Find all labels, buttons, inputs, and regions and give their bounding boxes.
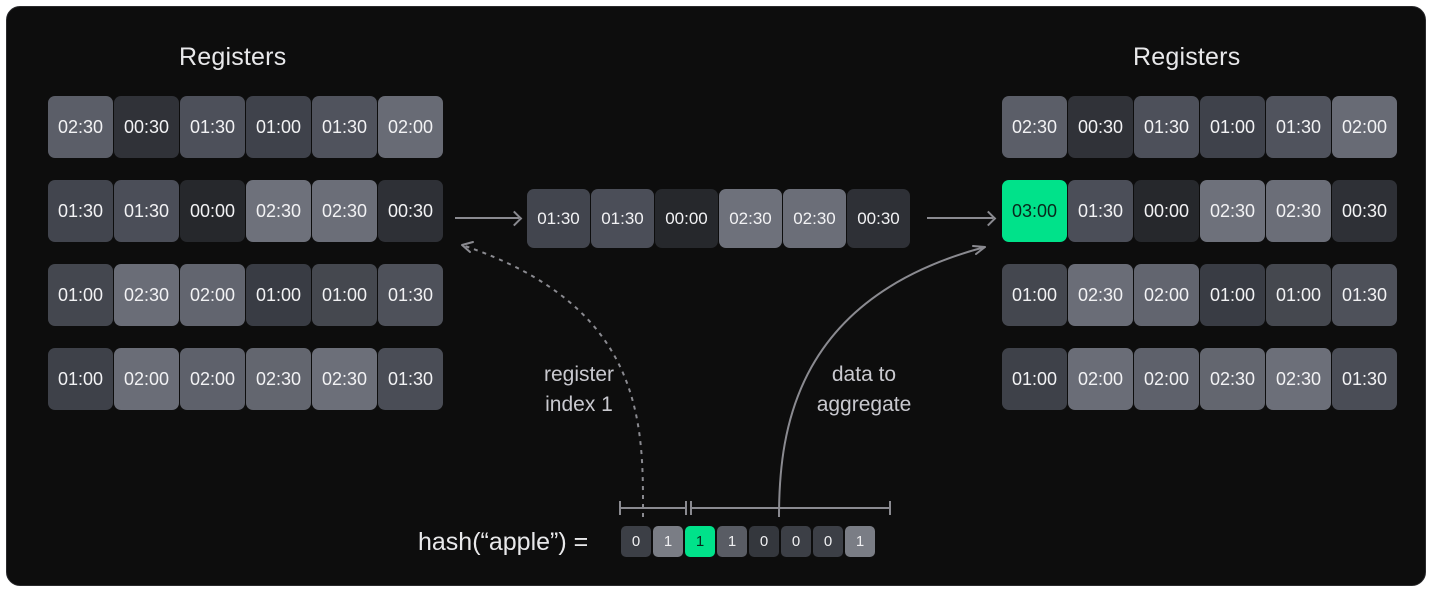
data-to-aggregate-arrowhead xyxy=(972,245,986,255)
register-cell[interactable]: 02:00 xyxy=(1068,348,1133,410)
register-cell[interactable]: 00:00 xyxy=(1134,180,1199,242)
register-cell[interactable]: 01:30 xyxy=(1332,348,1397,410)
register-cell[interactable]: 01:00 xyxy=(246,264,311,326)
register-cell[interactable]: 01:00 xyxy=(48,348,113,410)
hash-bit[interactable]: 0 xyxy=(813,526,843,557)
register-cell[interactable]: 02:30 xyxy=(1266,348,1331,410)
register-cell[interactable]: 02:30 xyxy=(312,348,377,410)
register-cell[interactable]: 00:30 xyxy=(378,180,443,242)
hash-bit[interactable]: 1 xyxy=(717,526,747,557)
hash-expression-label: hash(“apple”) = xyxy=(418,527,589,556)
register-cell[interactable]: 02:00 xyxy=(1332,96,1397,158)
register-cell[interactable]: 01:30 xyxy=(1068,180,1133,242)
selected-register-cell[interactable]: 00:00 xyxy=(655,189,718,248)
register-cell[interactable]: 01:30 xyxy=(1266,96,1331,158)
register-cell[interactable]: 02:30 xyxy=(1266,180,1331,242)
register-index-arrowhead xyxy=(461,241,474,253)
register-cell[interactable]: 02:30 xyxy=(312,180,377,242)
register-cell[interactable]: 02:00 xyxy=(180,264,245,326)
hash-bit[interactable]: 1 xyxy=(845,526,875,557)
register-cell[interactable]: 01:00 xyxy=(1002,348,1067,410)
register-cell[interactable]: 02:30 xyxy=(1068,264,1133,326)
register-cell[interactable]: 02:00 xyxy=(1134,264,1199,326)
register-cell[interactable]: 01:00 xyxy=(246,96,311,158)
register-cell-highlighted[interactable]: 03:00 xyxy=(1002,180,1067,242)
register-cell[interactable]: 00:30 xyxy=(1068,96,1133,158)
register-cell[interactable]: 02:00 xyxy=(378,96,443,158)
selected-register-cell[interactable]: 01:30 xyxy=(591,189,654,248)
register-cell[interactable]: 02:30 xyxy=(1200,348,1265,410)
hash-bit[interactable]: 0 xyxy=(749,526,779,557)
register-cell[interactable]: 02:30 xyxy=(246,180,311,242)
register-cell[interactable]: 00:00 xyxy=(180,180,245,242)
arrow-extract-row xyxy=(455,217,519,219)
hash-bit[interactable]: 1 xyxy=(653,526,683,557)
register-cell[interactable]: 02:30 xyxy=(114,264,179,326)
selected-register-cell[interactable]: 00:30 xyxy=(847,189,910,248)
register-cell[interactable]: 01:30 xyxy=(114,180,179,242)
register-cell[interactable]: 00:30 xyxy=(114,96,179,158)
register-cell[interactable]: 00:30 xyxy=(1332,180,1397,242)
register-cell[interactable]: 02:00 xyxy=(1134,348,1199,410)
hash-bit-highlighted[interactable]: 1 xyxy=(685,526,715,557)
selected-register-cell[interactable]: 02:30 xyxy=(719,189,782,248)
register-cell[interactable]: 01:30 xyxy=(1332,264,1397,326)
hash-bit[interactable]: 0 xyxy=(781,526,811,557)
register-cell[interactable]: 01:30 xyxy=(378,264,443,326)
selected-register-cell[interactable]: 02:30 xyxy=(783,189,846,248)
register-cell[interactable]: 02:00 xyxy=(114,348,179,410)
register-cell[interactable]: 01:30 xyxy=(180,96,245,158)
caption-register-index: register index 1 xyxy=(543,363,615,416)
register-cell[interactable]: 01:30 xyxy=(1134,96,1199,158)
register-cell[interactable]: 02:30 xyxy=(1002,96,1067,158)
hash-bit[interactable]: 0 xyxy=(621,526,651,557)
bracket-value-bits xyxy=(690,501,891,515)
register-cell[interactable]: 02:00 xyxy=(180,348,245,410)
register-cell[interactable]: 02:30 xyxy=(246,348,311,410)
register-cell[interactable]: 01:00 xyxy=(312,264,377,326)
register-cell[interactable]: 01:00 xyxy=(1266,264,1331,326)
caption-data-to-aggregate: data to aggregate xyxy=(816,363,912,416)
selected-register-cell[interactable]: 01:30 xyxy=(527,189,590,248)
register-cell[interactable]: 01:30 xyxy=(312,96,377,158)
bracket-index-bits xyxy=(619,501,687,515)
register-cell[interactable]: 01:00 xyxy=(1200,264,1265,326)
register-cell[interactable]: 01:00 xyxy=(1200,96,1265,158)
register-cell[interactable]: 01:30 xyxy=(378,348,443,410)
page-title-right-registers: Registers xyxy=(1133,43,1241,71)
arrow-write-back-row xyxy=(927,217,993,219)
register-cell[interactable]: 02:30 xyxy=(1200,180,1265,242)
register-cell[interactable]: 01:00 xyxy=(1002,264,1067,326)
page-title-left-registers: Registers xyxy=(179,43,287,71)
register-cell[interactable]: 02:30 xyxy=(48,96,113,158)
register-cell[interactable]: 01:00 xyxy=(48,264,113,326)
register-cell[interactable]: 01:30 xyxy=(48,180,113,242)
